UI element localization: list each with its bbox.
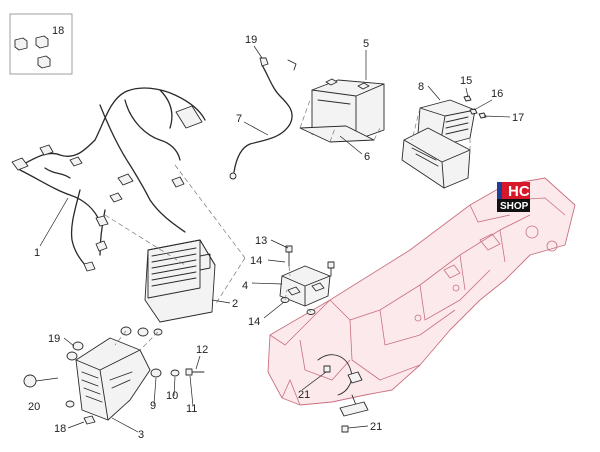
lower-bracket (75, 337, 151, 421)
callout-14-lower: 14 (248, 316, 260, 328)
wiring-harness (11, 87, 206, 272)
callout-21-bottom: 21 (370, 421, 382, 433)
callout-5: 5 (363, 38, 369, 50)
part-18-inset-box (9, 13, 73, 75)
callout-7: 7 (236, 113, 242, 125)
callout-13: 13 (255, 235, 267, 247)
callout-14-upper: 14 (250, 255, 262, 267)
part-20-cap (23, 374, 37, 388)
logo-hc-text: HC (508, 183, 530, 200)
regulator-holder (401, 127, 471, 189)
hc-shop-logo: HC SHOP (497, 182, 530, 212)
ecu-unit (144, 239, 216, 323)
callout-19-top: 19 (245, 34, 257, 46)
callout-4: 4 (242, 280, 248, 292)
battery-cable (229, 57, 297, 180)
tray-details (317, 354, 369, 417)
relay-bracket (279, 265, 331, 307)
callout-10: 10 (166, 390, 178, 402)
part-18-clips-inset (14, 35, 51, 69)
callout-12: 12 (196, 344, 208, 356)
relay-screws (280, 245, 335, 315)
callout-6: 6 (364, 151, 370, 163)
callout-17: 17 (512, 112, 524, 124)
logo-blue-bar (497, 182, 502, 199)
rear-subframe (267, 177, 576, 406)
regulator-fasteners (463, 95, 487, 119)
callout-21-left: 21 (298, 389, 310, 401)
callout-20: 20 (28, 401, 40, 413)
callout-3: 3 (138, 429, 144, 441)
callout-15: 15 (460, 75, 472, 87)
logo-black-block (497, 199, 530, 212)
callout-8: 8 (418, 81, 424, 93)
callout-18-top: 18 (52, 25, 64, 37)
lower-fasteners (65, 326, 205, 425)
callout-2: 2 (232, 298, 238, 310)
logo-red-block (502, 182, 530, 199)
logo-shop-text: SHOP (500, 201, 529, 212)
callout-9: 9 (150, 400, 156, 412)
callout-1: 1 (34, 247, 40, 259)
callout-18-bottom: 18 (54, 423, 66, 435)
callout-16: 16 (491, 88, 503, 100)
callout-numbers: 18 1 2 3 4 5 6 7 8 9 10 11 12 13 14 14 1… (28, 25, 524, 441)
leader-lines (39, 45, 511, 433)
callout-11: 11 (186, 403, 197, 415)
callout-19-lower: 19 (48, 333, 60, 345)
frame-screws (323, 365, 349, 433)
